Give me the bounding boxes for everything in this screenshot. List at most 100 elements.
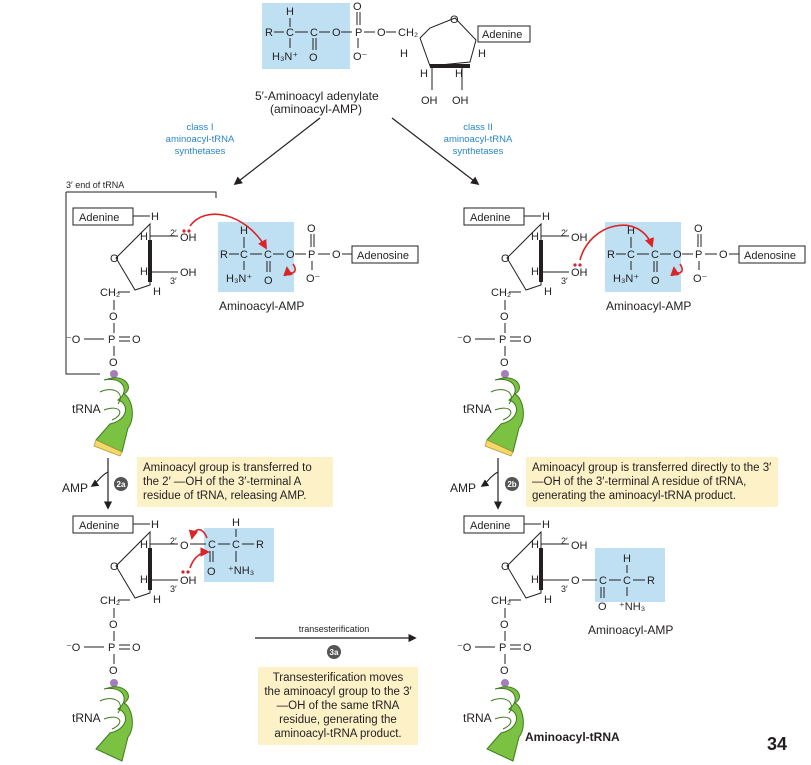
svg-text:Aminoacyl-AMP: Aminoacyl-AMP [606, 299, 691, 313]
svg-text:O: O [207, 566, 216, 578]
svg-text:O: O [377, 27, 386, 39]
amp-label-left: AMP [62, 481, 88, 495]
svg-text:H: H [240, 225, 248, 237]
svg-text:O: O [309, 52, 318, 64]
svg-text:O: O [523, 334, 532, 346]
svg-text:C: C [651, 249, 659, 261]
svg-text:2′: 2′ [170, 536, 177, 546]
svg-text:3′: 3′ [170, 276, 177, 286]
svg-text:H: H [286, 6, 294, 18]
step-2a-note: Aminoacyl group is transferred to the 2′… [137, 457, 333, 507]
svg-text:⁻O: ⁻O [457, 334, 472, 346]
page-number: 34 [766, 734, 787, 754]
svg-text:O: O [500, 619, 509, 631]
transesterification-label: transesterification [299, 624, 370, 634]
svg-text:⁻O: ⁻O [457, 642, 472, 654]
svg-text:O: O [132, 642, 141, 654]
class-ii-arrow [391, 117, 480, 186]
svg-text:H: H [232, 517, 240, 529]
svg-text:H: H [542, 211, 550, 223]
top-adenine-label: Adenine [482, 29, 522, 41]
svg-text:R: R [607, 249, 615, 261]
svg-text:C: C [599, 575, 607, 587]
svg-text:H: H [455, 68, 463, 80]
svg-text:P: P [355, 27, 362, 39]
svg-text:CH₂: CH₂ [100, 287, 120, 299]
svg-text:O: O [571, 575, 580, 587]
trna-icon [486, 679, 524, 762]
badge-2b: 2b [507, 480, 516, 489]
svg-text:H: H [151, 211, 159, 223]
svg-text:O: O [719, 249, 728, 261]
svg-text:2′: 2′ [561, 536, 568, 546]
svg-text:O: O [109, 619, 118, 631]
svg-text:H: H [400, 48, 408, 60]
svg-text:O: O [109, 357, 118, 369]
step-3a-note: Transesterification moves the aminoacyl … [258, 667, 418, 745]
svg-text:Adenosine: Adenosine [744, 250, 796, 262]
svg-text:CH₂: CH₂ [100, 595, 120, 607]
aminoacyl-highlight [262, 3, 350, 69]
svg-text:O: O [500, 665, 509, 677]
svg-text:OH: OH [180, 232, 197, 244]
svg-text:tRNA: tRNA [463, 711, 492, 725]
step-2b-note: Aminoacyl group is transferred directly … [526, 457, 778, 507]
svg-text:3′: 3′ [561, 584, 568, 594]
badge-2a: 2a [117, 480, 126, 489]
svg-text:O: O [286, 249, 295, 261]
svg-text:OH: OH [571, 540, 588, 552]
svg-text:H: H [544, 594, 552, 606]
svg-text:OH: OH [452, 95, 469, 107]
svg-text:OH: OH [421, 95, 438, 107]
product-label: Aminoacyl-tRNA [525, 730, 620, 744]
svg-text:O⁻: O⁻ [693, 273, 708, 285]
svg-text:H: H [140, 231, 148, 243]
svg-text:2′: 2′ [561, 228, 568, 238]
left-panel-2: Adenine H O H H 2′ O 3′ OH H CH₂ O ⁻O P … [66, 515, 274, 762]
svg-text:O: O [598, 601, 607, 613]
svg-text:C: C [627, 249, 635, 261]
svg-text:O: O [651, 275, 660, 287]
svg-text:H: H [153, 286, 161, 298]
top-name-line2: (aminoacyl-AMP) [270, 102, 362, 116]
svg-text:aminoacyl-tRNA: aminoacyl-tRNA [444, 134, 513, 145]
svg-text:P: P [308, 249, 315, 261]
svg-text:tRNA: tRNA [72, 402, 101, 416]
trna-icon [93, 370, 133, 457]
svg-text:H: H [531, 574, 539, 586]
svg-text:H₃N⁺: H₃N⁺ [613, 273, 639, 285]
svg-text:H: H [623, 553, 631, 565]
top-name-line1: 5′-Aminoacyl adenylate [255, 89, 379, 103]
svg-text:Adenine: Adenine [470, 520, 510, 532]
svg-text:O: O [109, 311, 118, 323]
svg-text:class I: class I [187, 122, 214, 133]
svg-text:⁻O: ⁻O [66, 334, 81, 346]
svg-text:P: P [108, 334, 115, 346]
svg-text:O: O [332, 249, 341, 261]
svg-text:O: O [501, 561, 510, 573]
class-i-label: class I aminoacyl-tRNA synthetases [166, 122, 235, 157]
svg-text:OH: OH [180, 575, 197, 587]
red-arrow-attack [189, 213, 267, 250]
svg-text:H₃N⁺: H₃N⁺ [226, 273, 252, 285]
class-i-arrow [233, 117, 321, 186]
svg-text:C: C [232, 539, 240, 551]
svg-text:O: O [110, 253, 119, 265]
svg-text:O: O [694, 223, 703, 235]
svg-text:R: R [220, 249, 228, 261]
svg-text:H: H [544, 286, 552, 298]
svg-text:O: O [307, 223, 316, 235]
svg-text:2′: 2′ [170, 228, 177, 238]
svg-text:C: C [286, 27, 294, 39]
svg-text:3′: 3′ [170, 584, 177, 594]
svg-text:H: H [531, 266, 539, 278]
svg-text:tRNA: tRNA [463, 402, 492, 416]
svg-text:OH: OH [180, 267, 197, 279]
top-aminoacyl-amp: H R C C H₃N⁺ O O P O O⁻ O CH₂ O Adenine … [255, 1, 531, 116]
svg-text:OH: OH [571, 267, 588, 279]
svg-text:H: H [542, 519, 550, 531]
trna-end-label: 3′ end of tRNA [66, 180, 124, 190]
svg-text:P: P [108, 642, 115, 654]
svg-text:O⁻: O⁻ [306, 273, 321, 285]
